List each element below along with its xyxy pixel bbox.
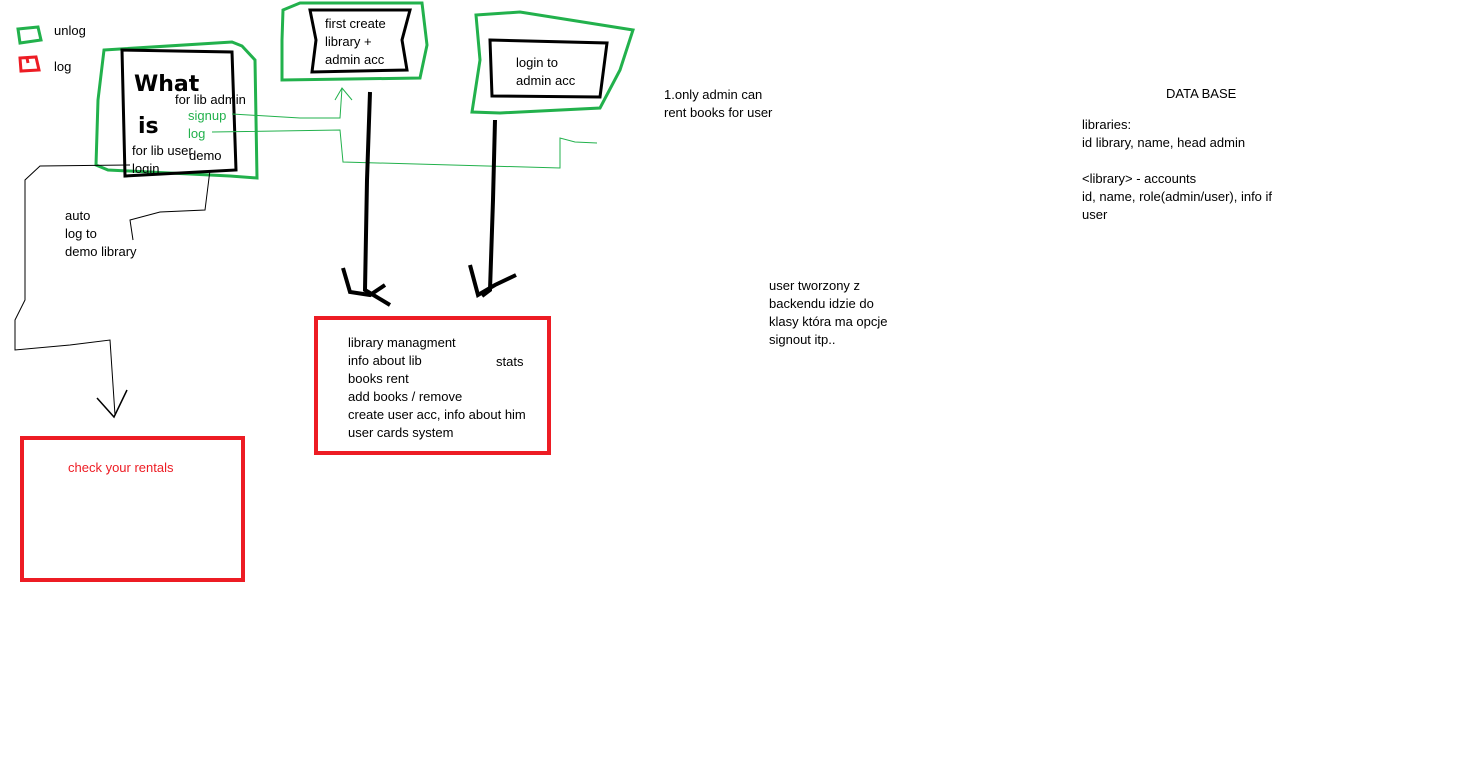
management-stats: stats bbox=[496, 354, 524, 369]
management-line: info about lib bbox=[348, 353, 422, 368]
demo-note-line: demo library bbox=[65, 244, 137, 259]
demo-note-line: auto bbox=[65, 208, 91, 223]
create-arrowhead bbox=[341, 267, 387, 298]
management-line: library managment bbox=[348, 335, 456, 350]
backend-note-line: signout itp.. bbox=[769, 332, 836, 347]
backend-note-line: user tworzony z bbox=[769, 278, 861, 293]
create-box-line: admin acc bbox=[325, 52, 385, 67]
landing-green-outline bbox=[94, 40, 259, 180]
landing-title-line2: is bbox=[138, 114, 159, 139]
database-line: user bbox=[1082, 207, 1108, 222]
login-to-rentals-connector bbox=[14, 164, 131, 416]
rentals-box bbox=[20, 436, 245, 582]
landing-log-link: log bbox=[188, 126, 206, 141]
rentals-label: check your rentals bbox=[68, 460, 174, 475]
management-line: add books / remove bbox=[348, 389, 463, 404]
demo-note-line: log to bbox=[65, 226, 97, 241]
database-line: id library, name, head admin bbox=[1082, 135, 1246, 150]
management-line: user cards system bbox=[348, 425, 454, 440]
landing-login-link: login bbox=[132, 161, 160, 176]
login-down-arrow bbox=[480, 119, 497, 298]
log-connector bbox=[211, 129, 598, 169]
landing-signup-link: signup bbox=[188, 108, 227, 123]
database-line: <library> - accounts bbox=[1082, 171, 1197, 186]
login-green-outline bbox=[470, 10, 635, 115]
create-box-line: library + bbox=[325, 34, 372, 49]
rentals-arrowhead bbox=[96, 389, 128, 419]
signup-arrowhead bbox=[334, 87, 353, 101]
backend-note-line: backendu idzie do bbox=[769, 296, 874, 311]
login-box-line: admin acc bbox=[516, 73, 576, 88]
management-line: create user acc, info about him bbox=[348, 407, 526, 422]
admin-note-line: rent books for user bbox=[664, 105, 773, 120]
login-box-line: login to bbox=[516, 55, 558, 70]
login-arrowhead bbox=[468, 264, 517, 299]
demo-connector bbox=[129, 169, 211, 241]
legend-unlog-label: unlog bbox=[54, 23, 86, 38]
backend-note-line: klasy która ma opcje bbox=[769, 314, 888, 329]
landing-for-lib-user: for lib user bbox=[132, 143, 193, 158]
admin-note-line: 1.only admin can bbox=[664, 87, 763, 102]
legend-unlog-swatch bbox=[16, 25, 43, 45]
legend-log-swatch bbox=[18, 55, 41, 73]
create-green-outline bbox=[280, 1, 429, 82]
login-black-box bbox=[488, 38, 609, 99]
database-title: DATA BASE bbox=[1166, 86, 1237, 101]
signup-connector bbox=[231, 87, 343, 119]
create-box-line: first create bbox=[325, 16, 386, 31]
legend-log-label: log bbox=[54, 59, 72, 74]
database-line: id, name, role(admin/user), info if bbox=[1082, 189, 1273, 204]
create-black-box bbox=[308, 8, 412, 74]
management-box bbox=[314, 316, 551, 455]
database-line: libraries: bbox=[1082, 117, 1132, 132]
landing-title-line1: What bbox=[134, 72, 200, 97]
landing-black-box bbox=[120, 48, 238, 178]
landing-demo-link: demo bbox=[189, 148, 222, 163]
landing-for-lib-admin: for lib admin bbox=[175, 92, 246, 107]
create-down-arrow bbox=[362, 91, 392, 307]
management-line: books rent bbox=[348, 371, 409, 386]
